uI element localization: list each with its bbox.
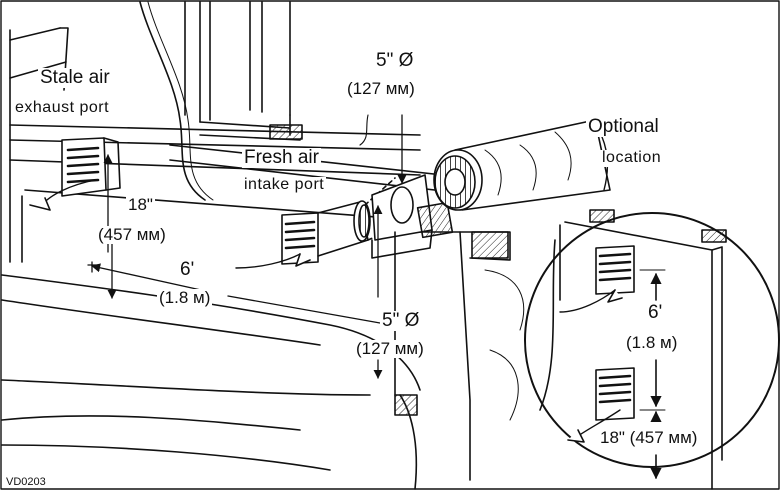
stale-air-label-line2: exhaust port [13, 99, 112, 117]
inset-separation-feet: 6' [646, 302, 665, 323]
optional-location-label-line2: location [600, 149, 664, 167]
inset-height: 18" (457 мм) [598, 428, 700, 447]
fresh-air-label-line2: intake port [242, 176, 327, 194]
exhaust-height-inches: 18" [126, 195, 155, 214]
flexible-duct [433, 119, 611, 211]
exhaust-height-metric: (457 мм) [96, 225, 168, 244]
drawing-code: VD0203 [6, 476, 46, 488]
cable [139, 1, 206, 201]
stale-air-exhaust-hood [29, 137, 121, 211]
door-frame [184, 1, 303, 141]
dimension-lines [87, 114, 407, 379]
optional-location-label-line1: Optional [586, 116, 661, 137]
duct-diameter-top-metric: (127 мм) [345, 79, 417, 98]
fresh-air-label-line1: Fresh air [242, 147, 321, 168]
duct-diameter-top: 5" Ø [374, 50, 416, 71]
duct-diameter-bottom: 5" Ø [380, 310, 422, 331]
foundation [1, 231, 525, 490]
duct-diameter-bottom-metric: (127 мм) [354, 339, 426, 358]
separation-distance-feet: 6' [178, 259, 197, 280]
inset-separation-metric: (1.8 м) [624, 333, 680, 352]
separation-distance-metric: (1.8 м) [157, 288, 213, 307]
stale-air-label-line1: Stale air [38, 67, 112, 88]
fresh-air-intake-hood [235, 212, 319, 269]
duct-tee [371, 174, 454, 259]
